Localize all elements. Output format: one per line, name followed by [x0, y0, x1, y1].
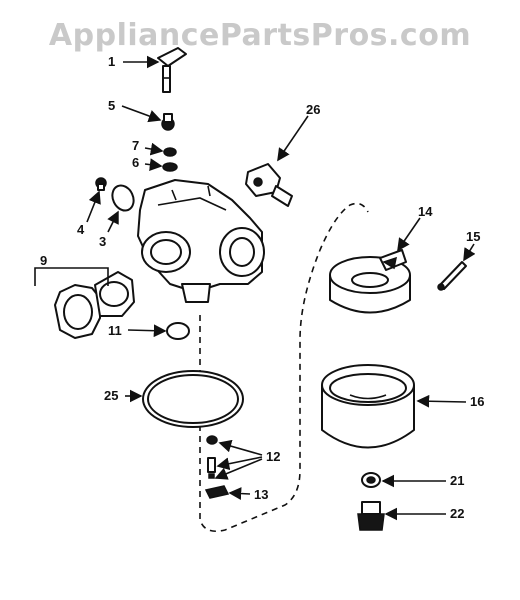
part-26-fuel-fitting [245, 163, 293, 207]
part-4-screw [95, 177, 107, 191]
part-21-washer [361, 472, 381, 488]
callout-12: 12 [266, 449, 280, 464]
assembly-dashed-line [199, 202, 369, 533]
part-22-bowl-nut [357, 501, 385, 531]
callout-13: 13 [254, 487, 268, 502]
part-9-choke-assembly [54, 271, 135, 339]
callout-1: 1 [108, 54, 115, 69]
callout-14: 14 [418, 204, 433, 219]
part-6-o-ring [162, 162, 178, 172]
callout-3: 3 [99, 234, 106, 249]
callout-6: 6 [132, 155, 139, 170]
part-7-washer [163, 147, 177, 157]
carburetor-body [137, 179, 265, 303]
callout-5: 5 [108, 98, 115, 113]
part-5-screw [161, 113, 175, 131]
callout-16: 16 [470, 394, 484, 409]
callout-26: 26 [306, 102, 320, 117]
part-15-float-pin [437, 261, 467, 291]
part-25-bowl-gasket [142, 370, 244, 428]
part-11-gasket [166, 322, 190, 340]
callout-15: 15 [466, 229, 480, 244]
callout-25: 25 [104, 388, 118, 403]
part-12-needle-seat [206, 435, 218, 479]
part-1-throttle-lever [157, 47, 187, 93]
callout-4: 4 [77, 222, 85, 237]
part-16-float-bowl [321, 364, 415, 449]
callout-11: 11 [108, 323, 122, 338]
part-13-inlet-needle [204, 485, 230, 499]
callout-21: 21 [450, 473, 464, 488]
callout-22: 22 [450, 506, 464, 521]
watermark-logo: AppliancePartsPros.com [48, 18, 472, 53]
part-14-float [329, 249, 411, 314]
callout-7: 7 [132, 138, 139, 153]
part-3-throttle-plate [111, 184, 135, 212]
callout-9: 9 [40, 253, 47, 268]
